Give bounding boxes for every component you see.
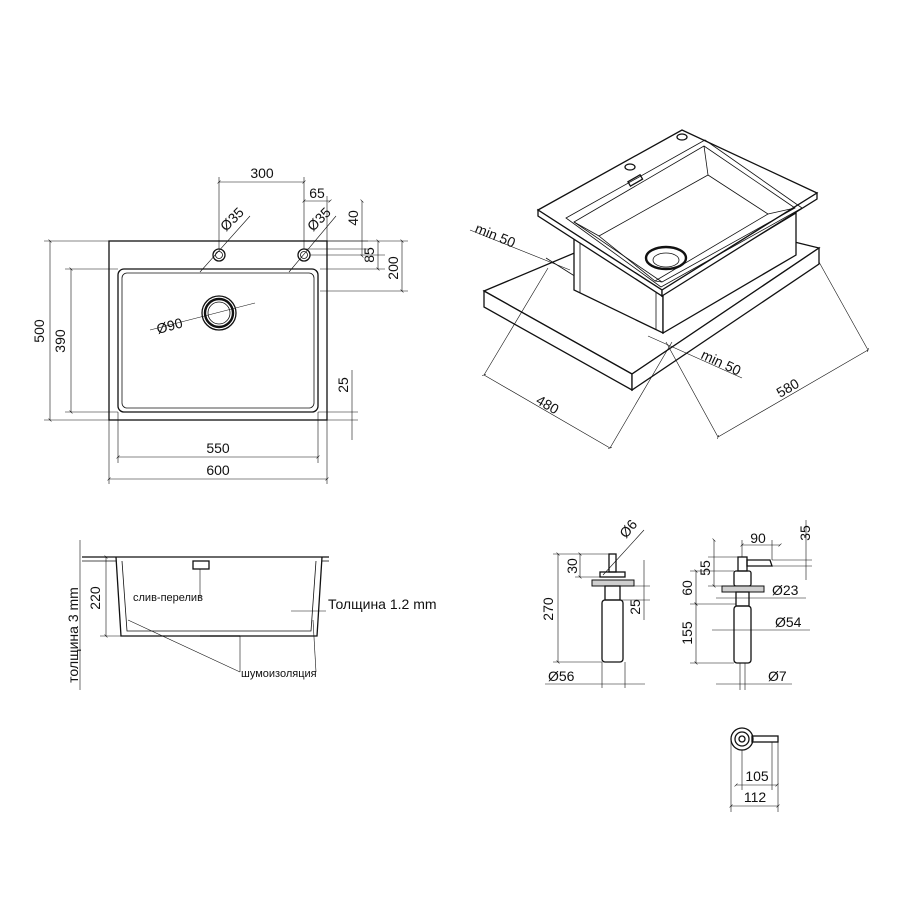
label-thickness-3mm: толщина 3 mm (65, 587, 81, 683)
sink-flange-side (661, 191, 818, 298)
dim-min50-bottom: min 50 (699, 346, 744, 378)
sink-outer-outline (108, 240, 328, 421)
dim-65: 65 (309, 185, 325, 201)
dispenser-2-view: 90 35 55 60 Ø23 155 Ø54 Ø7 (679, 520, 813, 690)
dim-500: 500 (31, 319, 47, 343)
dispenser-top-view: 105 112 (729, 727, 780, 812)
dim-disp1-d6: Ø6 (616, 516, 640, 541)
drain-inner (203, 297, 235, 329)
dim-550: 550 (206, 440, 230, 456)
dispenser-1-view: Ø6 30 270 25 Ø56 (540, 516, 650, 688)
dim-disp1-d56: Ø56 (548, 668, 575, 684)
dim-disp2-d7: Ø7 (768, 668, 787, 684)
label-thickness-12mm: Толщина 1.2 mm (328, 596, 437, 612)
disp-top-mid (734, 731, 750, 747)
dim-disp2-55: 55 (697, 560, 713, 576)
dim-220: 220 (87, 586, 103, 610)
label-insulation: шумоизоляция (241, 668, 317, 680)
disp2-bottle (733, 605, 752, 664)
dim-480: 480 (534, 392, 562, 418)
dim-d35-left: Ø35 (217, 204, 247, 234)
dim-disp1-30: 30 (564, 558, 580, 574)
disp1-nozzle (608, 553, 617, 573)
dim-disp2-d23: Ø23 (772, 582, 799, 598)
sink-isometric-view: min 50 min 50 480 580 (469, 129, 869, 449)
disp2-stem (737, 556, 748, 572)
tap-hole-left-inner (215, 251, 223, 259)
sink-section-view: 220 толщина 3 mm слив-перелив шумоизоляц… (65, 540, 437, 690)
disp1-bottle (601, 599, 624, 663)
dim-580: 580 (774, 375, 802, 401)
drain-core (207, 301, 231, 325)
dim-200: 200 (385, 256, 401, 280)
dim-d90: Ø90 (155, 315, 185, 337)
dim-disp1-25: 25 (627, 599, 643, 615)
dim-d35-right: Ø35 (304, 204, 334, 234)
iso-tap-hole-2 (676, 133, 688, 141)
dim-300: 300 (250, 165, 274, 181)
bowl-inner-outline (121, 272, 315, 409)
dim-disp2-155: 155 (679, 621, 695, 645)
disp1-nut (604, 585, 621, 601)
dim-85: 85 (361, 247, 377, 263)
dim-25-top: 25 (335, 377, 351, 393)
dim-disp2-90: 90 (750, 530, 766, 546)
dim-disp2-d54: Ø54 (775, 614, 802, 630)
dim-disp-top-112: 112 (744, 789, 767, 805)
tap-hole-right-inner (300, 251, 308, 259)
dim-disp-top-105: 105 (745, 768, 769, 784)
dim-disp2-60: 60 (679, 580, 695, 596)
section-bowl-inner (121, 560, 317, 632)
disp-top-outer (730, 727, 754, 751)
disp-top-spout (751, 735, 779, 743)
iso-drain (644, 245, 688, 271)
label-overflow: слив-перелив (133, 592, 203, 604)
dim-600: 600 (206, 462, 230, 478)
dim-390: 390 (52, 329, 68, 353)
bowl-rim (565, 139, 803, 288)
countertop-side (631, 246, 820, 392)
disp2-head (733, 570, 752, 587)
dim-40: 40 (345, 210, 361, 226)
dim-disp1-270: 270 (540, 597, 556, 621)
iso-overflow-slot (627, 173, 644, 187)
disp-top-inner (738, 735, 746, 743)
section-overflow (192, 560, 210, 570)
bowl-outer-outline (117, 268, 319, 413)
disp2-spout (746, 559, 773, 567)
sink-top-view: 300 65 Ø35 Ø35 40 85 200 500 39 (31, 165, 408, 484)
dim-min50-top: min 50 (473, 220, 518, 251)
dim-disp2-35: 35 (797, 525, 813, 541)
iso-tap-hole-1 (624, 163, 636, 171)
disp1-countertop (591, 579, 635, 587)
disp2-countertop (721, 585, 765, 593)
disp1-cap (599, 571, 626, 578)
disp2-nut (735, 591, 750, 607)
drain-outer (201, 295, 237, 331)
